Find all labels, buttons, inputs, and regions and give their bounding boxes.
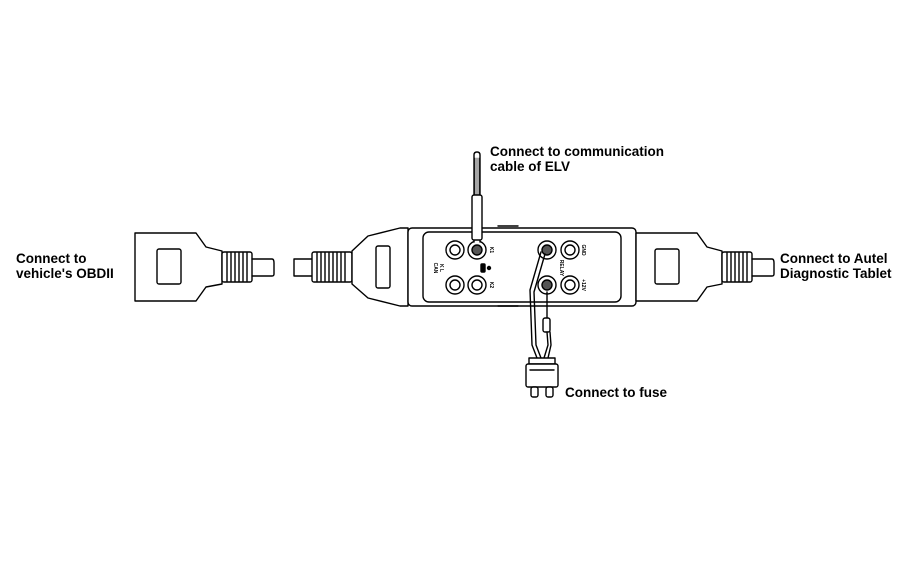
panel-label-gnd: GND (580, 244, 586, 256)
label-connect-elv: Connect to communication cable of ELV (490, 144, 665, 174)
jack-12v (560, 275, 580, 295)
panel-label-can-sub: K L (438, 264, 444, 272)
obdii-connector-left (134, 232, 275, 302)
elv-probe-cable (471, 151, 483, 243)
panel-label-can: CAN (432, 263, 438, 274)
fuse-lead-cables (529, 251, 552, 359)
panel-label-k1: K1 (488, 247, 494, 254)
label-connect-autel-tablet: Connect to Autel Diagnostic Tablet (780, 251, 892, 281)
status-led (480, 263, 492, 273)
fuse-plug (525, 357, 559, 398)
cable-strain-relief-right (721, 251, 753, 283)
jack-gnd (560, 240, 580, 260)
panel-labels: CAN K L K1 K2 RELAY GND +12V (432, 244, 586, 291)
label-connect-fuse: Connect to fuse (565, 385, 668, 400)
label-connect-vehicle-obdii: Connect to vehicle's OBDII (16, 251, 114, 281)
obd-connector-right (635, 232, 775, 302)
jack-relay (537, 240, 557, 260)
cable-strain-relief-left (221, 251, 253, 283)
obd-female-connector (293, 227, 409, 307)
jack-can-high (445, 240, 465, 260)
panel-label-relay: RELAY (558, 260, 564, 277)
panel-label-k2: K2 (488, 282, 494, 289)
panel-label-12v: +12V (580, 279, 586, 291)
jack-can-low (445, 275, 465, 295)
jack-k2 (467, 275, 487, 295)
